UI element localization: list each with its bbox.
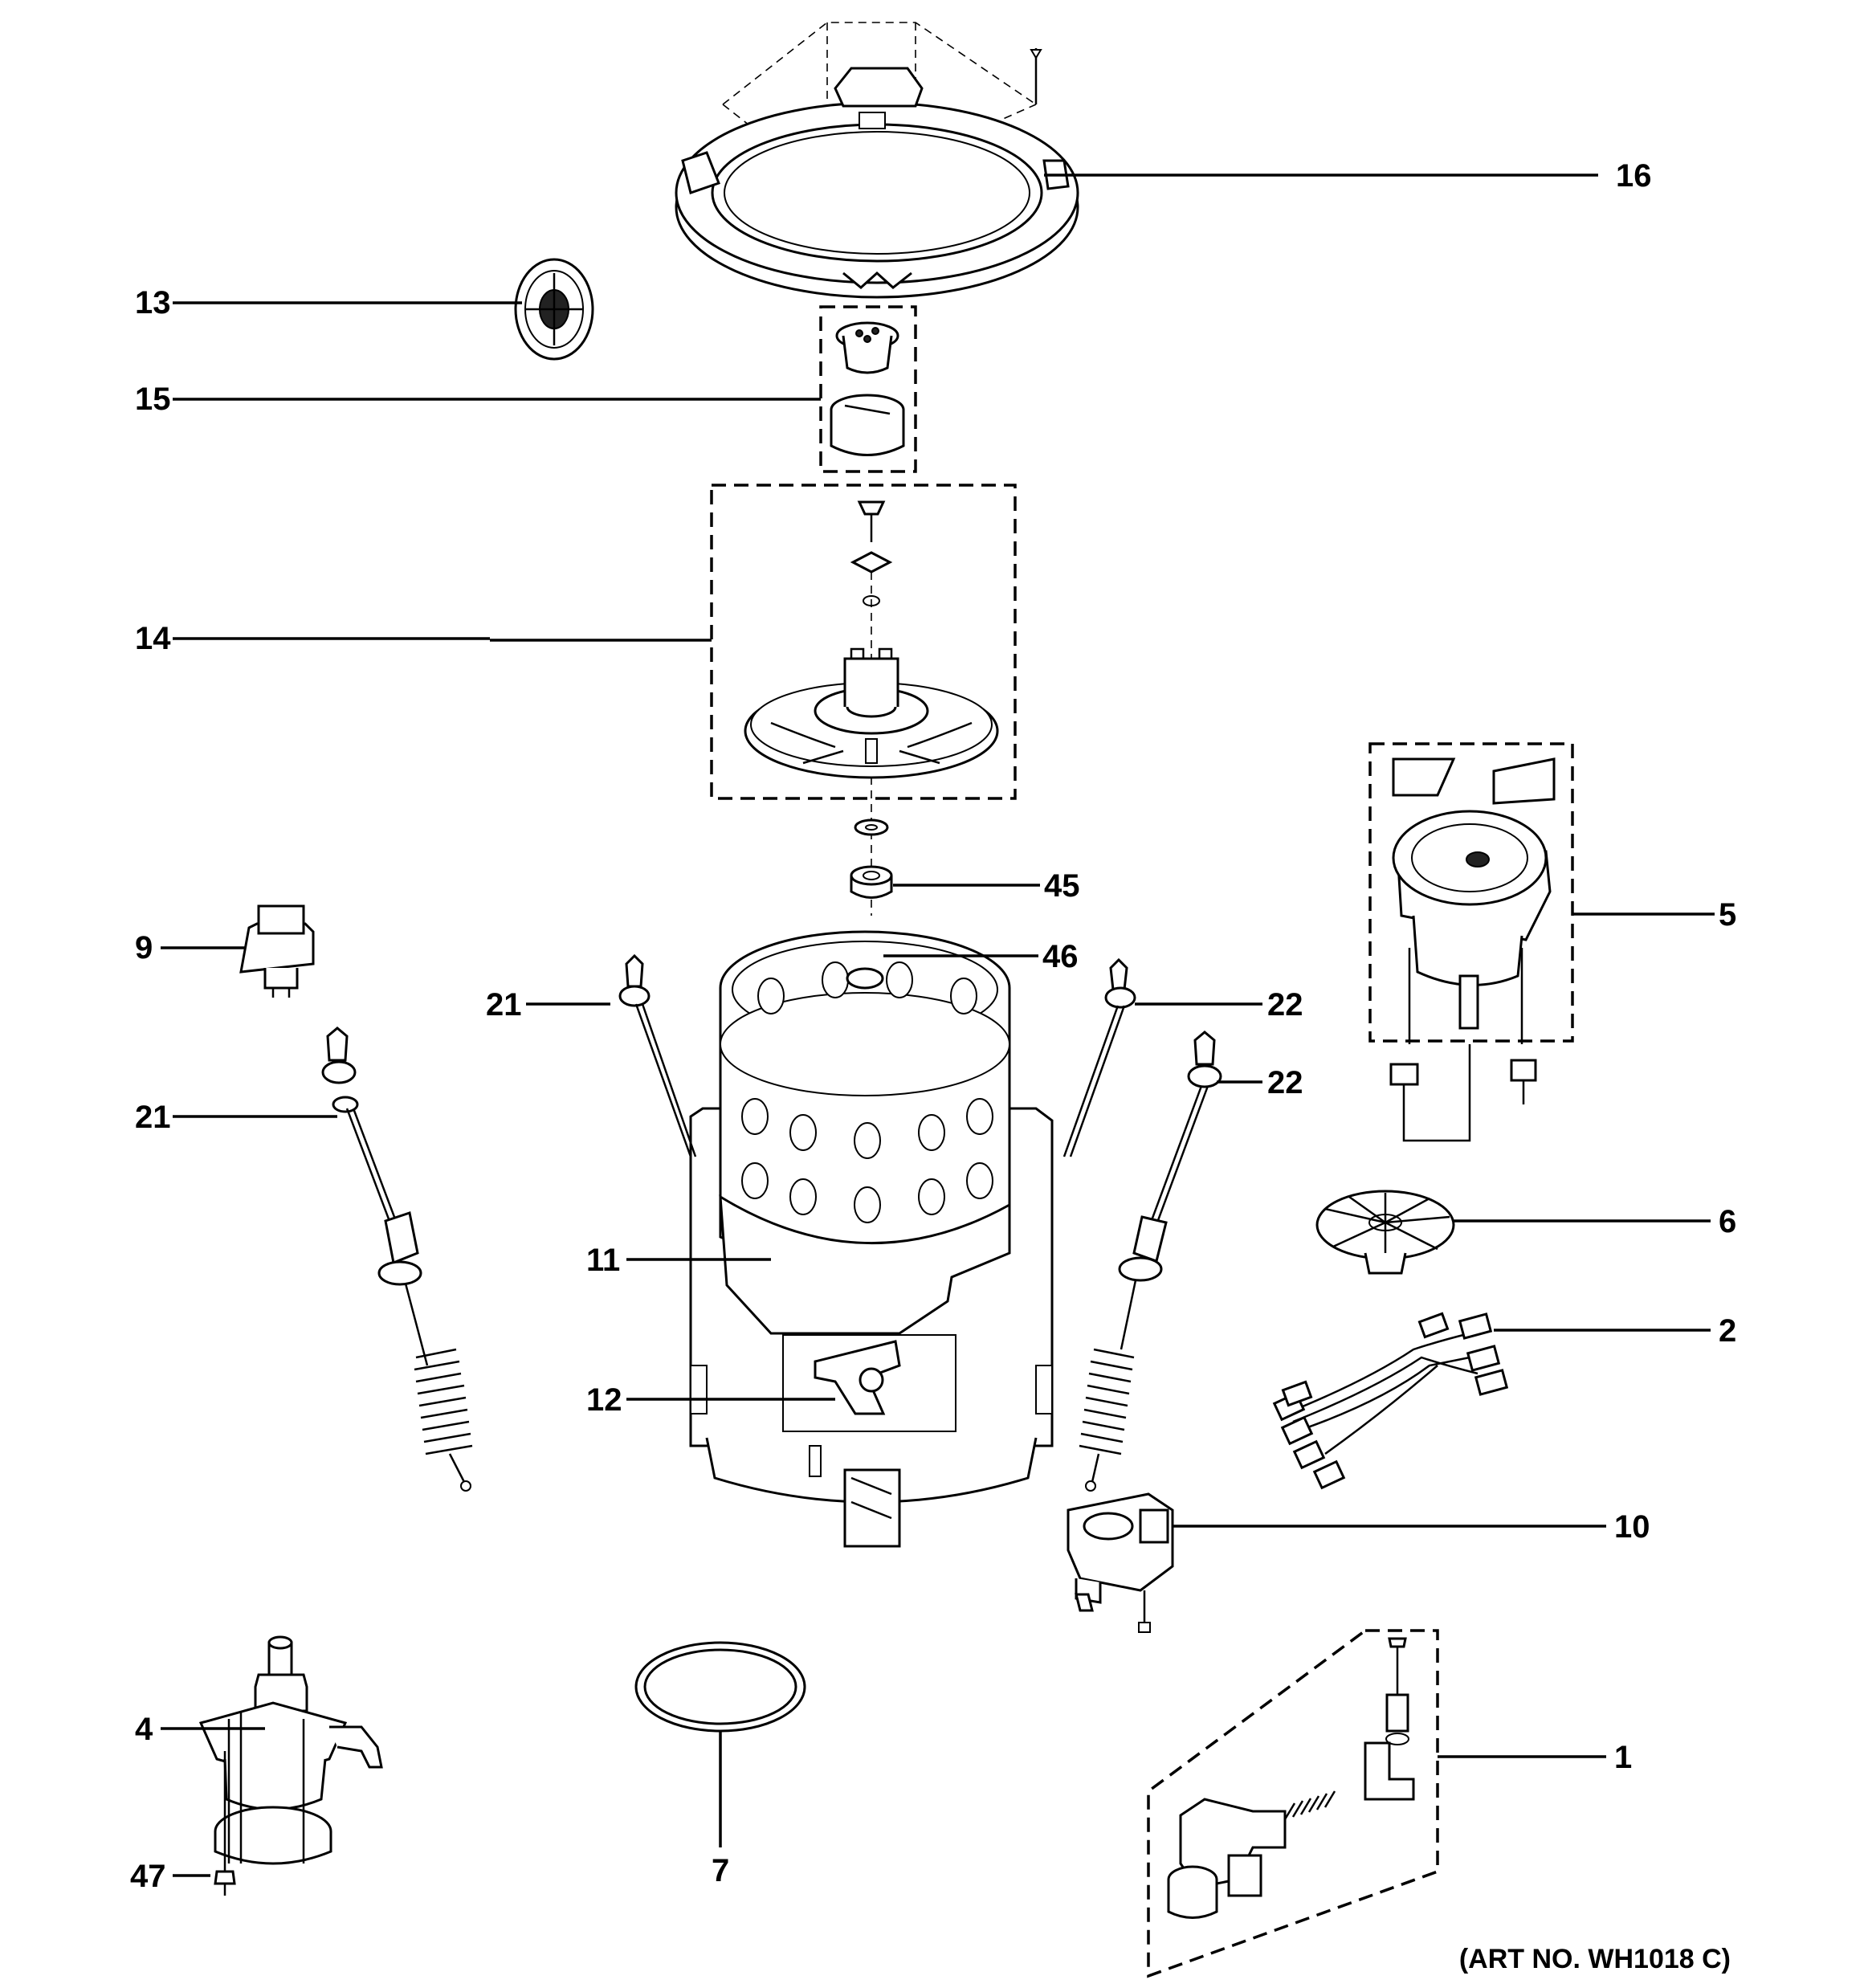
part-16-tub-cover [675, 22, 1079, 299]
part-12-drive-bracket [782, 1334, 956, 1477]
callout-22-lower: 22 [1267, 1065, 1303, 1100]
callout-1: 1 [1614, 1740, 1632, 1775]
motor-mounting-bolts [1389, 1044, 1537, 1142]
callout-16: 16 [1616, 158, 1652, 194]
part-45-hub-nut [850, 818, 893, 899]
part-1-brake-kit [1147, 1629, 1439, 1978]
part-10-shift-actuator [1067, 1492, 1174, 1633]
callout-47: 47 [130, 1859, 166, 1894]
part-13-lint-filter [514, 258, 594, 361]
part-14-impeller-assembly [710, 484, 1017, 916]
callout-9: 9 [135, 930, 153, 965]
part-9-pressure-sensor [239, 904, 315, 998]
part-21-suspension-rod-upper [618, 953, 697, 1157]
part-22-suspension-rod-upper [1062, 957, 1136, 1157]
part-22-suspension-rod-lower [1079, 1031, 1222, 1492]
callout-15: 15 [135, 382, 171, 417]
callout-7: 7 [712, 1853, 729, 1888]
callout-21-lower: 21 [135, 1100, 171, 1135]
part-11-wash-basket [719, 930, 1011, 1335]
part-21-suspension-rod-lower [321, 1027, 473, 1492]
callout-11: 11 [586, 1243, 620, 1278]
callout-21-upper: 21 [486, 987, 522, 1023]
callout-2: 2 [1719, 1313, 1736, 1349]
callout-45: 45 [1044, 868, 1080, 904]
part-7-drive-belt [634, 1641, 806, 1733]
spring-coils-right [1079, 1348, 1135, 1455]
basket-perforations [741, 961, 993, 1223]
callout-13: 13 [135, 285, 171, 320]
art-number: (ART NO. WH1018 C) [1459, 1944, 1731, 1974]
part-47-screw [214, 1751, 236, 1896]
part-2-wire-harness [1272, 1312, 1509, 1490]
callout-46: 46 [1042, 939, 1079, 974]
callout-22-upper: 22 [1267, 987, 1303, 1023]
callout-5: 5 [1719, 897, 1736, 933]
callout-4: 4 [135, 1712, 153, 1747]
callout-14: 14 [135, 621, 171, 656]
part-6-motor-pulley [1315, 1190, 1455, 1275]
part-5-drive-motor [1368, 742, 1574, 1044]
spring [1283, 1790, 1336, 1820]
part-4-transmission [198, 1635, 383, 1865]
callout-10: 10 [1614, 1509, 1650, 1545]
part-15-agitator-cap-kit [819, 305, 917, 473]
callout-12: 12 [586, 1382, 622, 1418]
spring-coils [414, 1348, 473, 1455]
callout-6: 6 [1719, 1204, 1736, 1239]
